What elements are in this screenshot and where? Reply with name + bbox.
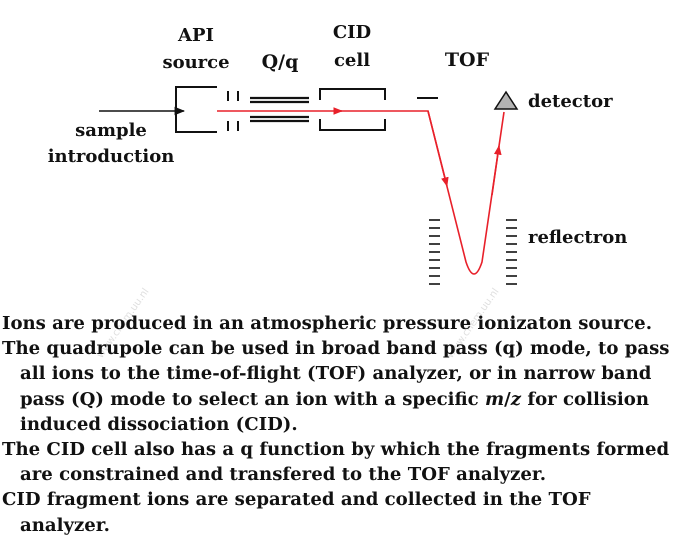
cid-cell-label-line1: CID	[333, 22, 371, 43]
ion-path-arrow-down	[427, 110, 449, 187]
ion-optics-lenses	[227, 91, 239, 131]
ion-path-tof-flight	[340, 110, 505, 275]
caption-item-source: Ions are produced in an atmospheric pres…	[2, 313, 652, 334]
caption-list: Ions are produced in an atmospheric pres…	[2, 311, 678, 538]
cid-cell	[319, 88, 386, 131]
ms-instrument-diagram: API source Q/q CID cell TOF detector sam…	[48, 22, 627, 285]
tof-label: TOF	[445, 49, 490, 71]
api-source-label-line1: API	[177, 25, 214, 46]
quadrupole-label: Q/q	[262, 51, 299, 73]
ion-path	[217, 107, 505, 275]
sample-introduction-label-line1: sample	[75, 120, 147, 141]
caption-item-tof: CID fragment ions are separated and coll…	[2, 489, 591, 536]
detector-icon	[493, 90, 519, 110]
detector-label: detector	[528, 91, 613, 112]
ion-path-arrow-up	[491, 145, 502, 196]
api-source-box	[175, 86, 217, 133]
reflectron-plates	[429, 219, 517, 285]
caption-item-cid-cell: The CID cell also has a q function by wh…	[2, 439, 670, 486]
quadrupole-rods	[250, 96, 309, 123]
reflectron-label: reflectron	[528, 227, 627, 248]
cid-cell-label-line2: cell	[334, 50, 370, 71]
caption-item-quadrupole: The quadrupole can be used in broad band…	[2, 338, 670, 435]
api-source-label-line2: source	[162, 52, 229, 73]
sample-introduction-label-line2: introduction	[48, 146, 175, 167]
